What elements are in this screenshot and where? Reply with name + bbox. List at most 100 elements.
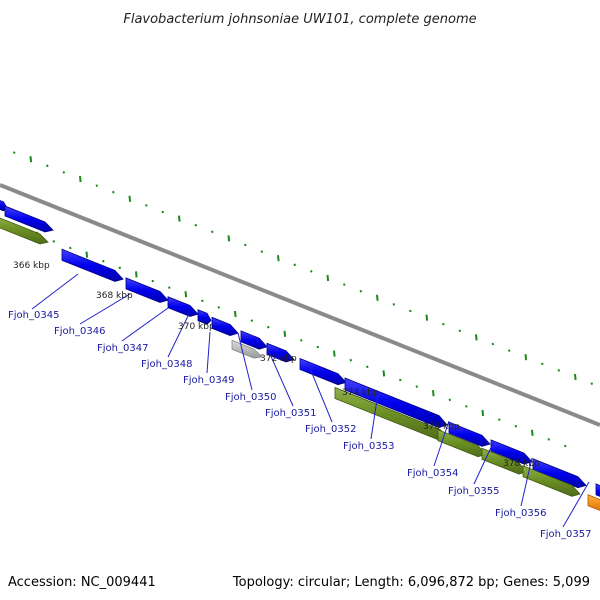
gc-content-track: [13, 151, 594, 385]
skew-tick: [498, 418, 501, 421]
gene-label-leader: [562, 481, 590, 528]
skew-tick: [514, 424, 518, 428]
cds-feature[interactable]: [167, 296, 199, 317]
gene-label[interactable]: Fjoh_0347: [97, 343, 148, 354]
gc-tick: [79, 175, 82, 183]
cds-feature[interactable]: [595, 483, 600, 499]
gc-tick: [590, 382, 594, 385]
gene-label[interactable]: Fjoh_0354: [407, 468, 458, 479]
gene-label[interactable]: Fjoh_0356: [495, 508, 546, 519]
gene-label-leader: [206, 331, 211, 374]
skew-tick: [85, 251, 89, 258]
gene-label-leader: [265, 344, 294, 407]
gc-tick: [343, 283, 346, 286]
gene-label[interactable]: Fjoh_0350: [225, 392, 276, 403]
skew-tick: [267, 325, 270, 329]
kbp-label: 368 kbp: [96, 291, 133, 301]
gc-tick: [211, 230, 214, 234]
cds-feature[interactable]: [197, 309, 212, 325]
gc-tick: [161, 210, 165, 214]
kbp-label: 376 kbp: [423, 422, 460, 432]
gc-tick: [194, 223, 198, 227]
skew-tick: [531, 429, 534, 436]
gc-tick: [29, 156, 33, 163]
cds-feature[interactable]: [4, 205, 54, 233]
cds-feature[interactable]: [490, 439, 533, 465]
gene-label[interactable]: Fjoh_0355: [448, 486, 499, 497]
gc-tick: [178, 215, 181, 222]
skew-tick: [415, 385, 419, 388]
skew-tick: [201, 299, 204, 303]
gene-label-leader: [473, 440, 495, 485]
cds-feature[interactable]: [448, 421, 491, 447]
gc-tick: [13, 151, 16, 154]
cds-feature[interactable]: [344, 377, 448, 429]
skew-tick: [547, 438, 551, 441]
skew-tick: [366, 365, 369, 369]
cds-feature[interactable]: [266, 342, 295, 363]
gc-tick: [409, 309, 412, 313]
skew-tick: [316, 345, 320, 349]
cds-feature[interactable]: [532, 458, 587, 489]
skew-tick: [382, 370, 386, 377]
gene-label[interactable]: Fjoh_0351: [265, 408, 316, 419]
cds-feature[interactable]: [211, 316, 239, 337]
gc-tick: [458, 329, 462, 333]
gene-label[interactable]: Fjoh_0348: [141, 359, 192, 370]
kbp-label: 374 kbp: [342, 388, 379, 398]
gene-feature[interactable]: [522, 465, 581, 497]
highlight-feature[interactable]: [587, 494, 600, 512]
gc-tick: [376, 294, 379, 301]
skew-tick: [481, 409, 485, 417]
gene-label[interactable]: Fjoh_0349: [183, 375, 234, 386]
gene-label[interactable]: Fjoh_0352: [305, 424, 356, 435]
gc-tick: [62, 171, 66, 174]
genome-backbone: [0, 183, 600, 427]
gc-tick: [574, 373, 577, 381]
skew-tick: [52, 240, 56, 243]
gene-label[interactable]: Fjoh_0345: [8, 310, 59, 321]
gene-label[interactable]: Fjoh_0353: [343, 441, 394, 452]
gene-label-leader: [520, 457, 533, 507]
gc-tick: [145, 204, 148, 207]
skew-tick: [217, 306, 221, 309]
skew-tick: [283, 330, 287, 337]
gene-label[interactable]: Fjoh_0346: [54, 326, 105, 337]
gene-label[interactable]: Fjoh_0357: [540, 529, 591, 540]
gene-feature[interactable]: [0, 216, 49, 245]
skew-tick: [151, 279, 155, 283]
skew-tick: [300, 339, 303, 342]
gc-tick: [128, 195, 132, 202]
other-feature[interactable]: [231, 339, 263, 359]
skew-tick: [333, 350, 336, 357]
genome-summary: Topology: circular; Length: 6,096,872 bp…: [232, 575, 590, 590]
cds-feature[interactable]: [61, 248, 124, 282]
gc-tick: [541, 362, 544, 366]
label-leader-lines: [31, 273, 590, 528]
skew-tick: [432, 390, 435, 397]
gc-tick: [392, 303, 396, 306]
skew-tick: [135, 271, 138, 278]
gc-tick: [95, 184, 99, 187]
skew-tick: [234, 310, 237, 318]
gene-label-leader: [370, 392, 379, 440]
gc-tick: [277, 255, 280, 262]
cds-feature[interactable]: [240, 330, 268, 350]
cds-feature[interactable]: [125, 277, 169, 303]
accession-label: Accession: NC_009441: [8, 575, 156, 590]
gc-tick: [227, 235, 231, 242]
cds-feature[interactable]: [299, 357, 347, 386]
skew-tick: [184, 291, 188, 298]
gc-tick: [112, 190, 115, 194]
kbp-label: 370 kbp: [178, 322, 215, 332]
gene-label-leader: [237, 332, 253, 391]
kbp-label: 378 kbp: [503, 459, 540, 469]
skew-tick: [448, 398, 452, 402]
skew-tick: [102, 259, 105, 263]
gc-tick: [326, 274, 330, 282]
gc-tick: [293, 263, 297, 267]
genome-title: Flavobacterium johnsoniae UW101, complet…: [123, 12, 476, 27]
